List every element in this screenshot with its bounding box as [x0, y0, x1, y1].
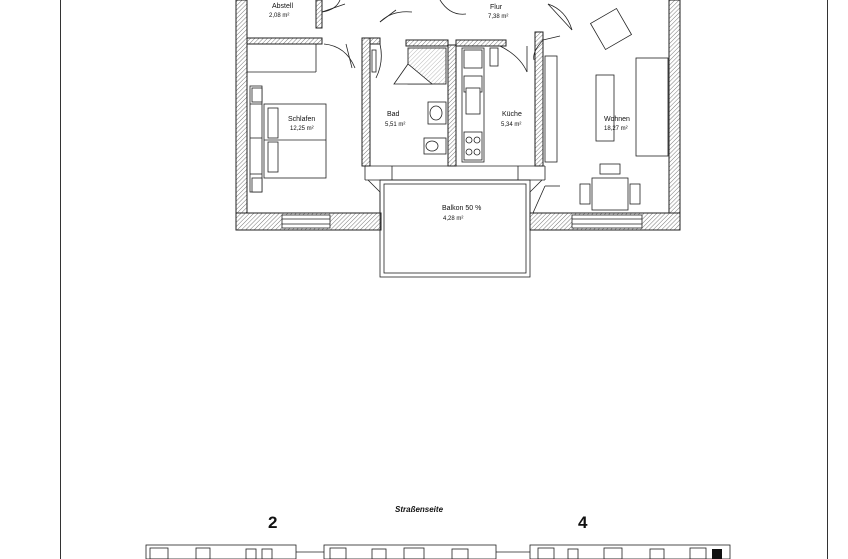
room-kueche-area: 5,34 m² [501, 122, 521, 128]
room-schlafen-area: 12,25 m² [290, 126, 314, 132]
doors [321, 0, 573, 79]
room-wohnen-area: 18,27 m² [604, 126, 628, 132]
room-labels: Abstell 2,08 m² Flur 7,38 m² Schlafen 12… [269, 3, 630, 222]
building-number-4: 4 [578, 513, 588, 532]
room-flur-name: Flur [490, 4, 503, 11]
room-flur-area: 7,38 m² [488, 14, 508, 20]
windows [281, 214, 643, 229]
room-schlafen-name: Schlafen [288, 116, 315, 123]
street-side-label: Straßenseite [395, 505, 444, 514]
bathroom-fixtures [371, 47, 447, 155]
room-bad-area: 5,51 m² [385, 122, 405, 128]
room-bad-name: Bad [387, 111, 400, 118]
sheet-border-right [827, 0, 828, 559]
room-abstell-area: 2,08 m² [269, 13, 289, 19]
room-balkon-area: 4,28 m² [443, 216, 463, 222]
room-outlines [246, 44, 560, 278]
site-plan-buildings [145, 544, 731, 559]
sheet-border-left [60, 0, 61, 559]
room-balkon-name: Balkon 50 % [442, 205, 481, 212]
site-plan: Straßenseite 2 4 [145, 505, 731, 559]
room-kueche-name: Küche [502, 111, 522, 118]
building-number-2: 2 [268, 513, 277, 532]
living-furniture [544, 7, 669, 211]
room-wohnen-name: Wohnen [604, 116, 630, 123]
bedroom-furniture [249, 85, 327, 193]
kitchen-fixtures [461, 47, 499, 163]
interior-walls [246, 0, 544, 167]
site-plan-marker [712, 549, 722, 559]
room-abstell-name: Abstell [272, 3, 293, 10]
